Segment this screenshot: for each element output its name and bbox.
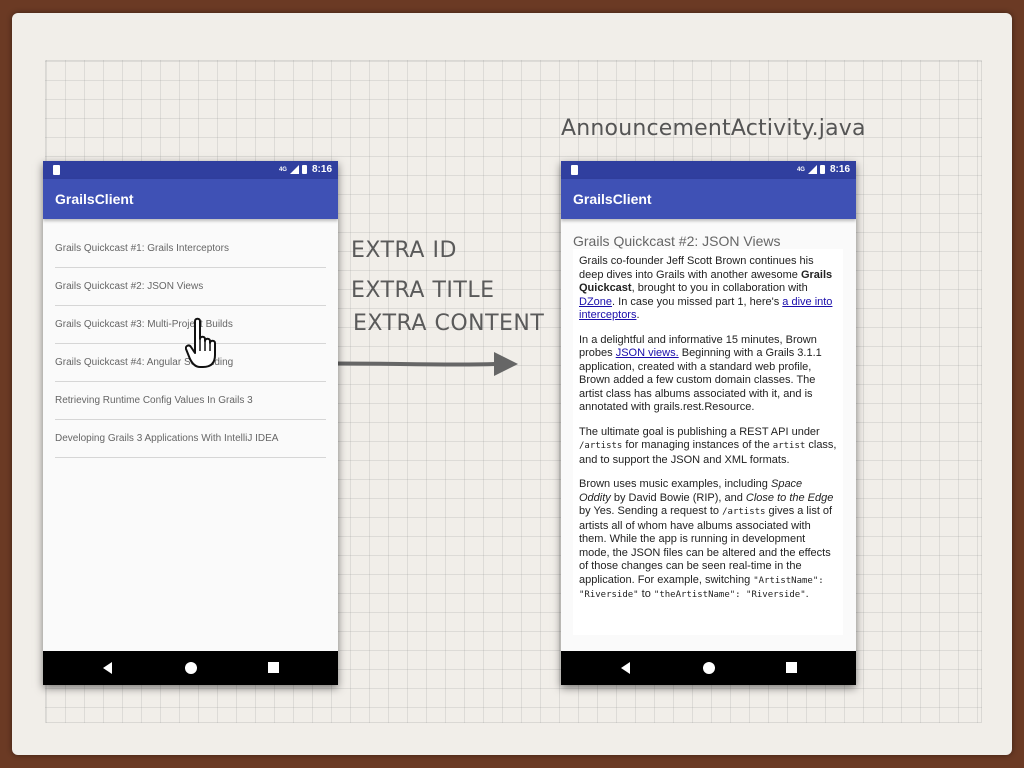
home-icon[interactable]: [185, 662, 197, 674]
text: Grails co-founder Jeff Scott Brown conti…: [579, 255, 814, 281]
sd-card-icon: [53, 165, 60, 175]
text: .: [636, 309, 640, 321]
list-item[interactable]: Grails Quickcast #4: Angular Scaffolding: [55, 344, 326, 382]
text: .: [805, 588, 809, 600]
network-label: 4G: [796, 166, 805, 173]
paragraph: Brown uses music examples, including Spa…: [579, 478, 837, 603]
list-item[interactable]: Grails Quickcast #1: Grails Interceptors: [55, 230, 326, 268]
dzone-link[interactable]: DZone: [579, 295, 613, 308]
text: gives a list of artists all of whom have…: [579, 505, 833, 586]
activity-caption: AnnouncementActivity.java: [561, 116, 866, 141]
text: Beginning with a Grails 3.1.1 applicatio…: [579, 347, 822, 413]
code-text: /artists: [579, 441, 623, 451]
text: In a delightful and informative 15 minut…: [579, 333, 817, 360]
italic-text: Space Oddity: [579, 478, 803, 504]
extra-id-label: EXTRA ID: [351, 238, 457, 263]
json-views-link[interactable]: JSON views.: [615, 347, 679, 359]
signal-icon: [807, 165, 817, 174]
code-text: /artists: [722, 507, 766, 517]
battery-icon: [301, 165, 307, 174]
clock: 8:16: [829, 164, 850, 175]
list-item[interactable]: Retrieving Runtime Config Values In Grai…: [55, 382, 326, 420]
text: The ultimate goal is publishing a REST A…: [579, 425, 820, 438]
hand-cursor-icon: [185, 317, 216, 368]
nav-bar: [561, 651, 856, 685]
paragraph: The ultimate goal is publishing a REST A…: [579, 426, 837, 468]
recents-icon[interactable]: [786, 662, 797, 673]
list-item[interactable]: Grails Quickcast #3: Multi-Project Build…: [55, 306, 326, 344]
network-label: 4G: [278, 166, 287, 173]
list-item[interactable]: Developing Grails 3 Applications With In…: [55, 420, 326, 458]
status-bar: 4G 8:16: [561, 161, 856, 179]
sd-card-icon: [571, 165, 578, 175]
list-item[interactable]: Grails Quickcast #2: JSON Views: [55, 268, 326, 306]
quickcast-list: Grails Quickcast #1: Grails Interceptors…: [43, 230, 338, 458]
status-bar: 4G 8:16: [43, 161, 338, 179]
app-title: GrailsClient: [561, 179, 856, 219]
battery-icon: [819, 165, 825, 174]
signal-icon: [289, 165, 299, 174]
code-text: "ArtistName": "Riverside": [579, 575, 824, 601]
text: , brought to you in collaboration with: [631, 282, 808, 294]
clock: 8:16: [311, 164, 332, 175]
recents-icon[interactable]: [268, 662, 279, 673]
code-text: artist: [772, 441, 806, 451]
text: class, and to support the JSON and XML f…: [579, 439, 837, 466]
text: . In case you missed part 1, here's: [612, 295, 783, 308]
paragraph: In a delightful and informative 15 minut…: [579, 334, 837, 415]
bold-text: Grails Quickcast: [579, 268, 833, 295]
nav-bar: [43, 651, 338, 685]
code-text: "theArtistName": "Riverside": [653, 590, 806, 600]
back-icon[interactable]: [621, 662, 630, 674]
announcement-content: Grails co-founder Jeff Scott Brown conti…: [573, 249, 843, 635]
back-icon[interactable]: [103, 662, 112, 674]
announcement-title: Grails Quickcast #2: JSON Views: [573, 233, 781, 249]
paragraph: Grails co-founder Jeff Scott Brown conti…: [579, 255, 837, 323]
text: by David Bowie (RIP), and: [610, 491, 746, 504]
detail-phone: 4G 8:16 GrailsClient Grails Quickcast #2…: [561, 161, 856, 685]
list-phone: 4G 8:16 GrailsClient Grails Quickcast #1…: [43, 161, 338, 685]
extra-title-label: EXTRA TITLE: [351, 278, 495, 303]
extra-content-label: EXTRA CONTENT: [353, 311, 545, 336]
text: Brown uses music examples, including: [579, 478, 771, 490]
interceptors-link[interactable]: a dive into interceptors: [579, 295, 833, 322]
app-title: GrailsClient: [43, 179, 338, 219]
text: by Yes. Sending a request to: [579, 505, 723, 517]
text: for managing instances of the: [622, 439, 773, 451]
italic-text: Close to the Edge: [745, 491, 834, 504]
text: to: [638, 588, 654, 600]
home-icon[interactable]: [703, 662, 715, 674]
